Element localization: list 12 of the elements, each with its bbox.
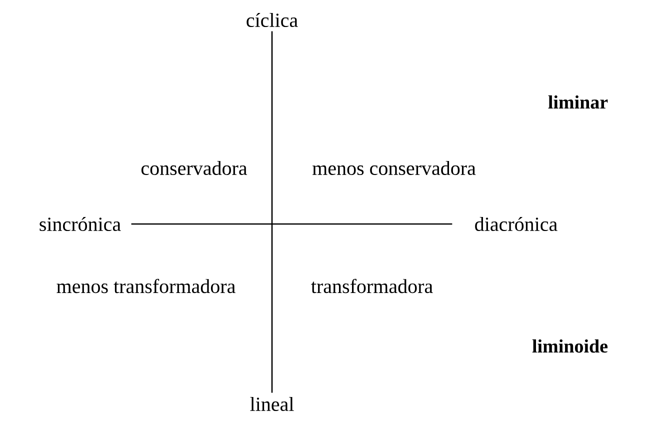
quadrant-label: transformadora [311, 278, 433, 294]
quadrant-label: liminar [548, 95, 608, 109]
axis-label: cíclica [246, 12, 298, 28]
axis-label: sincrónica [40, 216, 121, 232]
axis-label: diacrónica [475, 216, 558, 232]
quadrant-label: liminoide [532, 339, 608, 353]
quadrant-label: menos transformadora [56, 278, 236, 294]
axis-label: lineal [250, 396, 294, 412]
quadrant-label: conservadora [141, 160, 248, 176]
quadrant-label: menos conservadora [312, 160, 476, 176]
axis-line [271, 31, 273, 393]
axis-line [131, 223, 452, 225]
